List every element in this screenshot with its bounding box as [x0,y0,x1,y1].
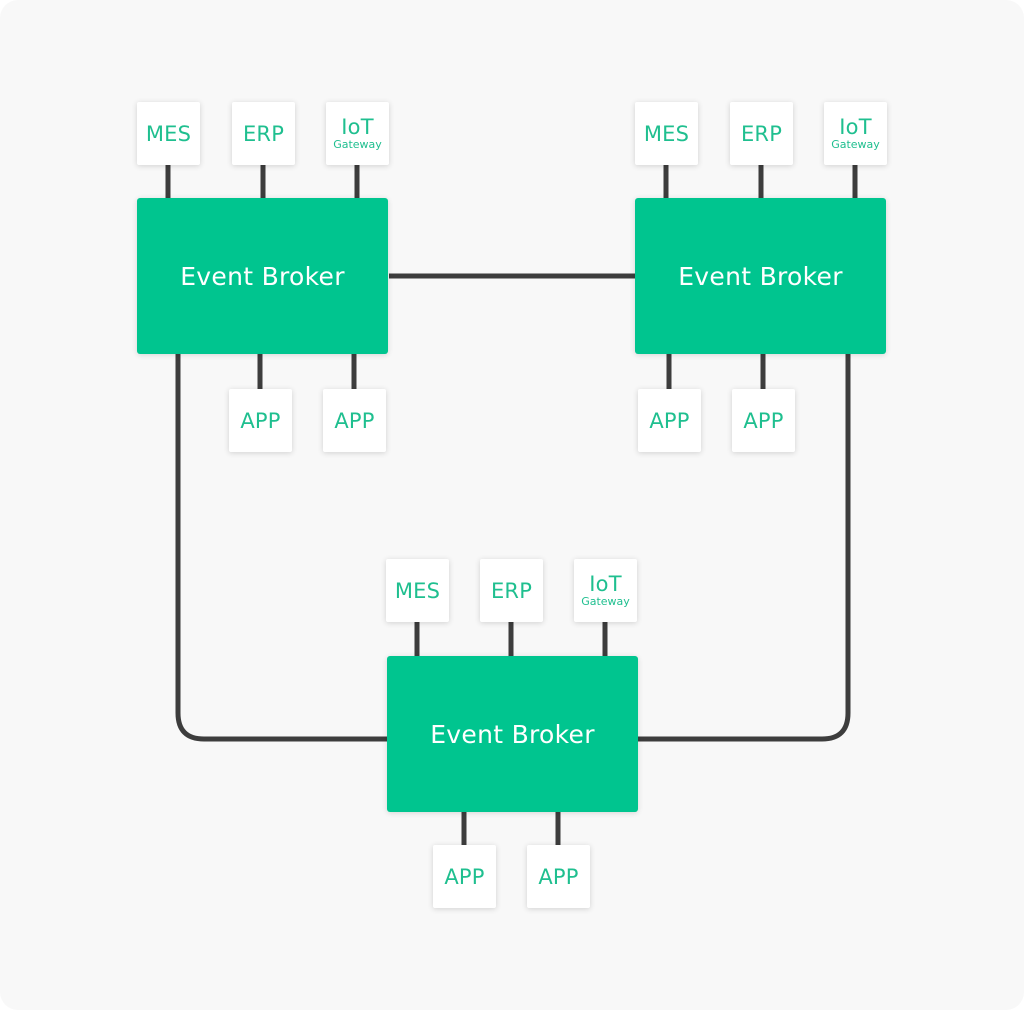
node-label: IoT [589,572,622,596]
mes-node: MES [386,559,449,622]
app-node: APP [638,389,701,452]
iot-gateway-node: IoT Gateway [574,559,637,622]
broker-link [175,354,387,742]
node-label: IoT [839,115,872,139]
app-node: APP [323,389,386,452]
iot-gateway-node: IoT Gateway [824,102,887,165]
mes-node: MES [137,102,200,165]
node-label: ERP [242,121,285,146]
node-sublabel: Gateway [831,138,880,151]
app-node: APP [732,389,795,452]
app-node: APP [527,845,590,908]
broker-label: Event Broker [678,261,843,291]
node-sublabel: Gateway [333,138,382,151]
event-broker: Event Broker [387,656,638,812]
iot-gateway-node: IoT Gateway [326,102,389,165]
node-label: ERP [490,578,533,603]
erp-node: ERP [480,559,543,622]
node-label: APP [743,408,784,433]
erp-node: ERP [730,102,793,165]
app-node: APP [433,845,496,908]
node-label: APP [334,408,375,433]
app-node: APP [229,389,292,452]
event-broker: Event Broker [635,198,886,354]
broker-link [638,354,851,742]
mes-node: MES [635,102,698,165]
broker-label: Event Broker [430,719,595,749]
node-label: APP [240,408,281,433]
event-broker: Event Broker [137,198,388,354]
node-label: ERP [740,121,783,146]
node-label: MES [145,121,192,146]
node-label: APP [444,864,485,889]
node-sublabel: Gateway [581,595,630,608]
node-label: APP [649,408,690,433]
broker-label: Event Broker [180,261,345,291]
node-label: IoT [341,115,374,139]
node-label: MES [643,121,690,146]
node-label: APP [538,864,579,889]
node-label: MES [394,578,441,603]
erp-node: ERP [232,102,295,165]
